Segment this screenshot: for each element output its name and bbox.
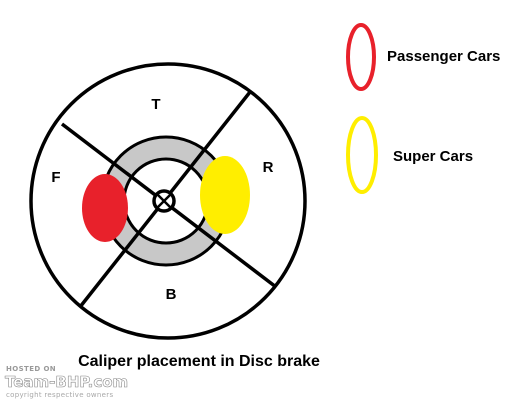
axle-cross-2 (156, 193, 172, 209)
legend-label-super: Super Cars (393, 148, 473, 165)
zone-label-bottom: B (166, 286, 177, 303)
legend-swatch-super (346, 116, 378, 194)
caliper-yellow (200, 156, 250, 234)
diagram-caption: Caliper placement in Disc brake (78, 353, 320, 370)
caliper-red (82, 174, 128, 242)
watermark-hosted: HOSTED ON (6, 365, 56, 373)
watermark-brand-logo: Team-BHP.com (5, 373, 128, 391)
legend-label-passenger: Passenger Cars (387, 48, 500, 65)
legend-swatch-passenger (346, 23, 376, 91)
disc-outer-circle (29, 62, 307, 340)
zone-label-rear: R (263, 159, 274, 176)
zone-label-front: F (51, 169, 60, 186)
zone-label-top: T (151, 96, 160, 113)
watermark-copyright: copyright respective owners (6, 391, 113, 399)
